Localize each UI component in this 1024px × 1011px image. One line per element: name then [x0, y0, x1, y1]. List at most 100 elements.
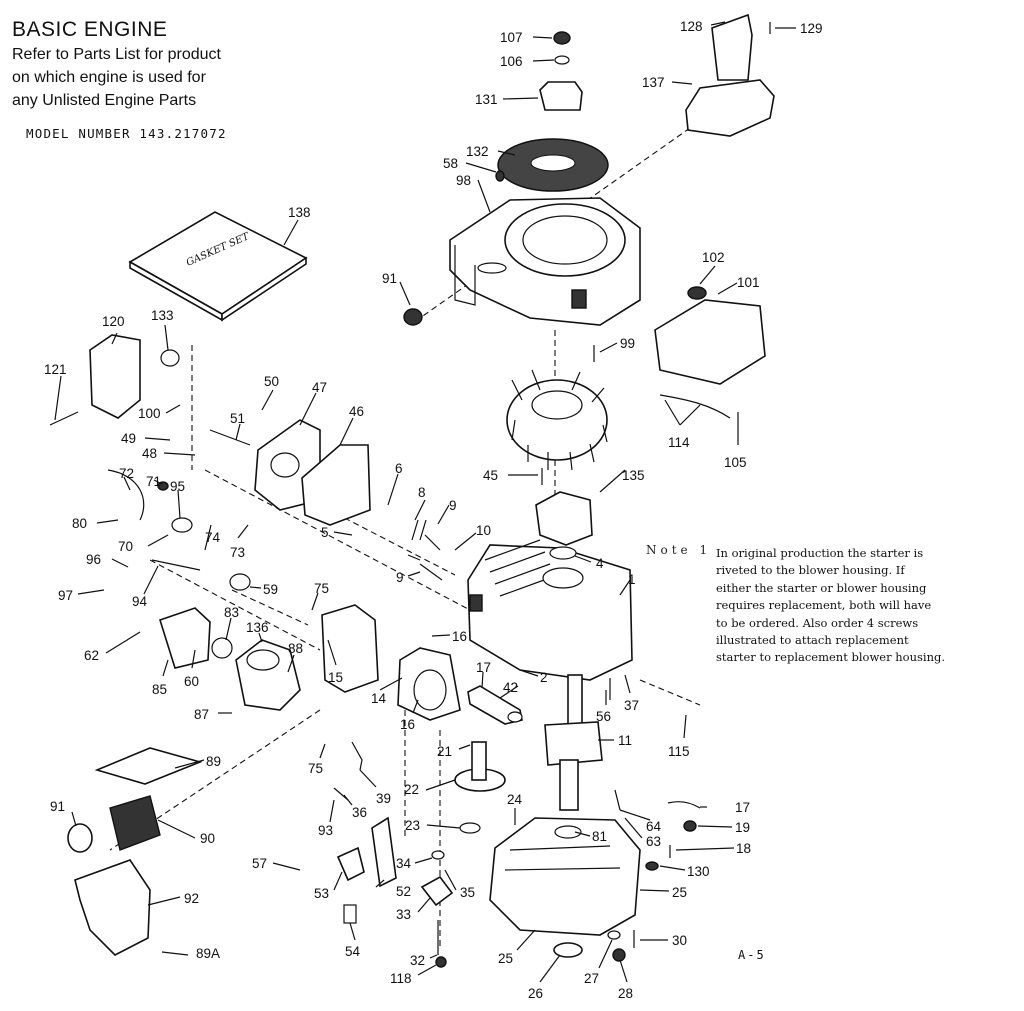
part-number-39: 39 [376, 791, 391, 806]
part-number-18: 18 [736, 841, 751, 856]
part-number-9-lower: 9 [396, 570, 404, 585]
part-number-37: 37 [624, 698, 639, 713]
part-number-136: 136 [246, 620, 269, 635]
note-line: illustrated to attach replacement [716, 633, 909, 648]
part-number-56: 56 [596, 709, 611, 724]
cam-gear [454, 741, 506, 834]
part-number-4: 4 [596, 556, 604, 571]
part-number-137: 137 [642, 75, 665, 90]
part-number-36: 36 [352, 805, 367, 820]
part-number-46: 46 [349, 404, 364, 419]
part-number-16-upper: 16 [452, 629, 467, 644]
page-code: A-5 [738, 948, 766, 962]
part-number-115: 115 [668, 744, 690, 759]
part-number-114: 114 [668, 435, 690, 450]
note-line: In original production the starter is [716, 546, 924, 560]
muffler [403, 286, 766, 426]
part-number-93: 93 [318, 823, 333, 838]
connecting-rod [467, 685, 523, 725]
part-number-35: 35 [460, 885, 475, 900]
part-number-54: 54 [345, 944, 361, 959]
flywheel [506, 369, 608, 485]
part-number-19: 19 [735, 820, 750, 835]
part-number-51: 51 [230, 411, 245, 426]
part-number-63: 63 [646, 834, 661, 849]
note-line: to be ordered. Also order 4 screws [716, 615, 919, 630]
part-number-17-upper: 17 [476, 660, 491, 675]
note-label: Note 1 [646, 543, 712, 557]
part-number-21: 21 [437, 744, 452, 759]
part-number-90: 90 [200, 831, 215, 846]
gasket-set: GASKET SET [128, 211, 308, 322]
carburetor [159, 573, 301, 711]
part-number-89a: 89A [196, 946, 220, 961]
part-number-70: 70 [118, 539, 133, 554]
part-number-48: 48 [142, 446, 157, 461]
part-number-128: 128 [680, 19, 703, 34]
note-text: In original production the starter is ri… [716, 545, 1016, 667]
part-number-130: 130 [687, 864, 710, 879]
part-number-121: 121 [44, 362, 67, 377]
part-number-30: 30 [672, 933, 687, 948]
part-number-10: 10 [476, 523, 491, 538]
part-number-99: 99 [620, 336, 635, 351]
part-number-60: 60 [184, 674, 199, 689]
part-number-53: 53 [314, 886, 329, 901]
part-number-24: 24 [507, 792, 523, 807]
part-number-11: 11 [618, 733, 632, 748]
part-number-97: 97 [58, 588, 73, 603]
part-number-64: 64 [646, 819, 662, 834]
part-number-58: 58 [443, 156, 458, 171]
part-number-22: 22 [404, 782, 419, 797]
part-number-50: 50 [264, 374, 279, 389]
part-number-132: 132 [466, 144, 489, 159]
part-number-27: 27 [584, 971, 599, 986]
part-number-96: 96 [86, 552, 101, 567]
air-filter-assembly [67, 747, 203, 956]
part-number-1: 1 [628, 572, 636, 587]
blower-housing [449, 197, 641, 326]
part-number-88: 88 [288, 641, 303, 656]
note-line: starter to replacement blower housing. [716, 650, 946, 665]
part-number-81: 81 [592, 829, 607, 844]
part-number-8: 8 [418, 485, 426, 500]
part-number-87: 87 [194, 707, 209, 722]
note-line: requires replacement, both will have [716, 598, 932, 613]
magneto-and-guard [321, 604, 461, 721]
model-number: MODEL NUMBER 143.217072 [26, 126, 227, 141]
part-number-73: 73 [230, 545, 245, 560]
part-number-47: 47 [312, 380, 327, 395]
part-number-75-upper: 75 [314, 581, 329, 596]
part-number-100: 100 [138, 406, 161, 421]
part-number-105: 105 [724, 455, 747, 470]
part-number-74: 74 [205, 530, 221, 545]
part-number-85: 85 [152, 682, 167, 697]
part-number-92: 92 [184, 891, 199, 906]
part-number-120: 120 [102, 314, 125, 329]
cylinder-block [467, 491, 633, 700]
part-number-80: 80 [72, 516, 87, 531]
page-title: BASIC ENGINE [12, 18, 168, 41]
part-number-49: 49 [121, 431, 136, 446]
part-number-71: 71 [146, 474, 161, 489]
part-number-26: 26 [528, 986, 543, 1001]
part-number-57: 57 [252, 856, 267, 871]
part-number-9-upper: 9 [449, 498, 457, 513]
header-line-1: Refer to Parts List for product [12, 46, 221, 63]
header-line-3: any Unlisted Engine Parts [12, 92, 197, 109]
part-number-129: 129 [800, 21, 823, 36]
part-number-33: 33 [396, 907, 411, 922]
part-number-107: 107 [500, 30, 523, 45]
part-number-83: 83 [224, 605, 239, 620]
part-number-34: 34 [396, 856, 412, 871]
part-number-101: 101 [737, 275, 760, 290]
note-line: either the starter or blower housing [716, 580, 927, 595]
rotating-screen [497, 138, 609, 192]
breather-assembly [209, 419, 371, 526]
part-number-14: 14 [371, 691, 387, 706]
part-number-17-lower: 17 [735, 800, 750, 815]
oil-sump [489, 817, 641, 962]
part-number-118: 118 [390, 971, 412, 986]
part-number-59: 59 [263, 582, 278, 597]
